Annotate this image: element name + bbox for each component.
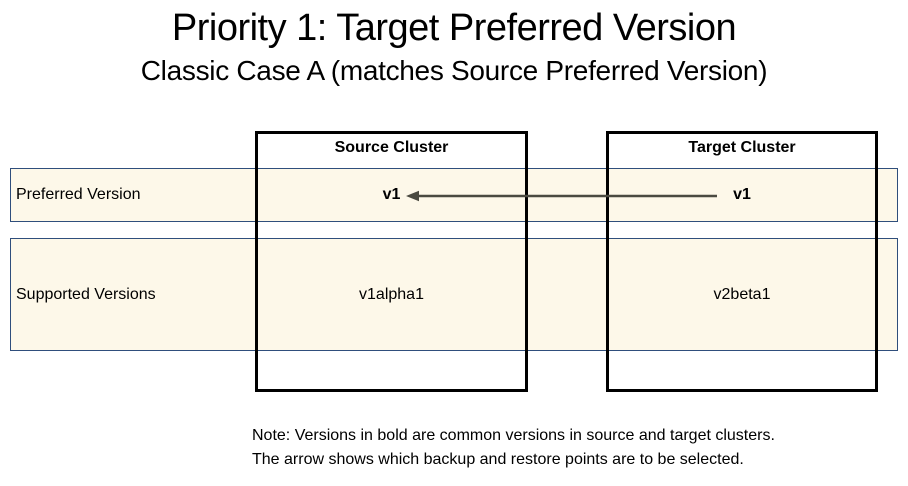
target-cluster-header: Target Cluster <box>688 139 796 156</box>
source-supported-version-value: v1alpha1 <box>359 286 424 303</box>
supported-versions-label: Supported Versions <box>16 286 156 303</box>
page-title: Priority 1: Target Preferred Version <box>171 7 737 49</box>
note-line-2: The arrow shows which backup and restore… <box>252 451 744 468</box>
preferred-version-label: Preferred Version <box>16 186 141 203</box>
source-cluster-header: Source Cluster <box>334 139 449 156</box>
source-preferred-version-value: v1 <box>382 186 401 203</box>
supported-versions-band <box>10 238 898 351</box>
note-text: Note: Versions in bold are common versio… <box>252 424 775 472</box>
source-cluster-box <box>255 131 528 392</box>
target-cluster-box <box>606 131 878 392</box>
arrow-head <box>406 190 419 202</box>
target-supported-version-value: v2beta1 <box>713 286 771 303</box>
note-line-1: Note: Versions in bold are common versio… <box>252 427 775 444</box>
target-preferred-version-value: v1 <box>733 186 751 203</box>
target-to-source-arrow-icon <box>406 190 717 202</box>
page-subtitle: Classic Case A (matches Source Preferred… <box>140 55 768 86</box>
